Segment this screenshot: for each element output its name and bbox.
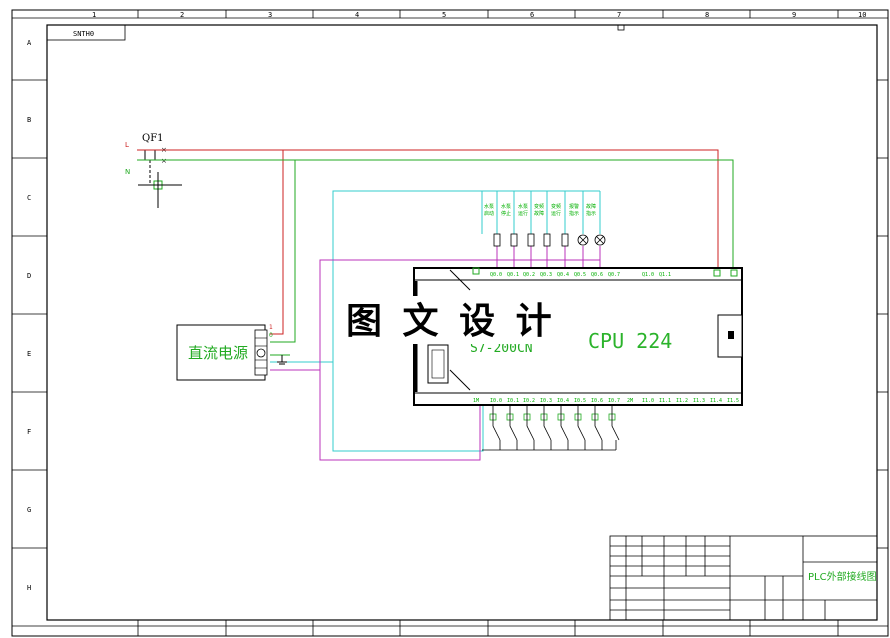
dc-power-supply: 直流电源 1 0	[176, 324, 287, 381]
title-block	[609, 535, 878, 621]
inner-frame	[46, 24, 878, 621]
zone-label-top: 9	[792, 11, 796, 19]
power-supply-term-minus: 0	[269, 332, 273, 339]
zone-label-side: H	[27, 584, 31, 592]
output-terminal: Q1.1	[659, 272, 671, 278]
breaker-qf1: QF1 L N × ×	[125, 133, 182, 208]
outer-frame	[11, 9, 889, 637]
top-zone-strip	[12, 10, 888, 636]
power-supply-label: 直流电源	[188, 344, 248, 362]
drawing-code-box	[46, 24, 126, 41]
output-label: 启动	[484, 210, 494, 217]
zone-label-top: 10	[858, 11, 866, 19]
zone-label-top: 3	[268, 11, 272, 19]
zone-label-side: B	[27, 116, 31, 124]
zone-label-side: E	[27, 350, 31, 358]
top-zone-labels: 1 2 3 4 5 6 7 8 9 10	[92, 11, 866, 19]
side-zone-labels: A B C D E F G H	[27, 39, 32, 592]
neutral-wire-n	[137, 159, 734, 356]
output-terminal: Q0.6	[591, 272, 603, 278]
input-terminal: I1.4	[710, 398, 722, 404]
zone-label-top: 8	[705, 11, 709, 19]
svg-text:×: ×	[161, 157, 167, 165]
input-terminal: 1M	[473, 398, 479, 404]
output-label: 报警	[569, 203, 579, 210]
watermark-bg	[336, 296, 556, 344]
magenta-wire	[270, 259, 600, 461]
line-l-label: L	[125, 141, 129, 149]
output-label: 水泵	[501, 203, 511, 210]
zone-label-side: C	[27, 194, 31, 202]
output-terminal: Q1.0	[642, 272, 654, 278]
breaker-label: QF1	[142, 133, 164, 144]
output-label: 指示	[569, 210, 579, 217]
power-supply-term-plus: 1	[269, 324, 273, 331]
plc-model: S7-200CN	[470, 341, 533, 356]
output-terminal: Q0.7	[608, 272, 620, 278]
input-terminal: I1.1	[659, 398, 671, 404]
output-label: 变频	[534, 203, 544, 210]
zone-label-top: 5	[442, 11, 446, 19]
input-terminal: I0.7	[608, 398, 620, 404]
zone-label-top: 2	[180, 11, 184, 19]
zone-label-side: F	[27, 428, 31, 436]
output-label: 故障	[586, 203, 596, 210]
zone-label-side: D	[27, 272, 31, 280]
drawing-code: SNTH0	[73, 30, 94, 38]
plc-cpu224: S7-200CN CPU 224	[413, 267, 743, 406]
output-terminal: Q0.0	[490, 272, 502, 278]
center-mark	[617, 24, 625, 31]
input-terminal: I1.2	[676, 398, 688, 404]
input-terminal: I1.0	[642, 398, 654, 404]
output-terminal-row: Q0.0 Q0.1 Q0.2 Q0.3 Q0.4 Q0.5 Q0.6 Q0.7 …	[472, 267, 738, 278]
output-label: 故障	[534, 210, 544, 217]
input-terminal: I0.4	[557, 398, 569, 404]
zone-label-top: 1	[92, 11, 96, 19]
zone-label-top: 4	[355, 11, 359, 19]
input-terminal: I0.1	[507, 398, 519, 404]
output-label: 指示	[586, 210, 596, 217]
watermark: 图 文 设 计	[346, 300, 556, 342]
output-terminal: Q0.4	[557, 272, 569, 278]
input-terminal: I0.2	[523, 398, 535, 404]
output-devices: 水泵 启动 水泵 停止 水泵 运行 变频 故障 变频 运行 报警 指示 故障 指…	[481, 191, 606, 268]
input-terminal: 2M	[627, 398, 633, 404]
output-label: 运行	[518, 210, 528, 217]
zone-label-top: 7	[617, 11, 621, 19]
input-terminal: I1.3	[693, 398, 705, 404]
input-terminal: I0.3	[540, 398, 552, 404]
output-terminal: Q0.1	[507, 272, 519, 278]
output-label: 水泵	[518, 203, 528, 210]
output-label: 停止	[501, 210, 511, 217]
input-terminal: I1.5	[727, 398, 739, 404]
drawing-title: PLC外部接线图	[808, 570, 877, 583]
input-terminal-row: 1M I0.0 I0.1 I0.2 I0.3 I0.4 I0.5 I0.6 I0…	[473, 398, 739, 404]
cpu-label: CPU 224	[588, 329, 672, 353]
input-terminal: I0.6	[591, 398, 603, 404]
zone-label-top: 6	[530, 11, 534, 19]
output-terminal: Q0.5	[574, 272, 586, 278]
output-label: 运行	[551, 210, 561, 217]
input-switches	[482, 406, 620, 451]
output-label: 水泵	[484, 203, 494, 210]
input-terminal: I0.0	[490, 398, 502, 404]
output-terminal: Q0.3	[540, 272, 552, 278]
phase-wire-l	[137, 149, 719, 335]
output-label: 变频	[551, 203, 561, 210]
input-terminal: I0.5	[574, 398, 586, 404]
zone-label-side: A	[27, 39, 32, 47]
side-zone-strip	[12, 79, 888, 549]
zone-label-side: G	[27, 506, 31, 514]
line-n-label: N	[125, 168, 130, 176]
output-terminal: Q0.2	[523, 272, 535, 278]
